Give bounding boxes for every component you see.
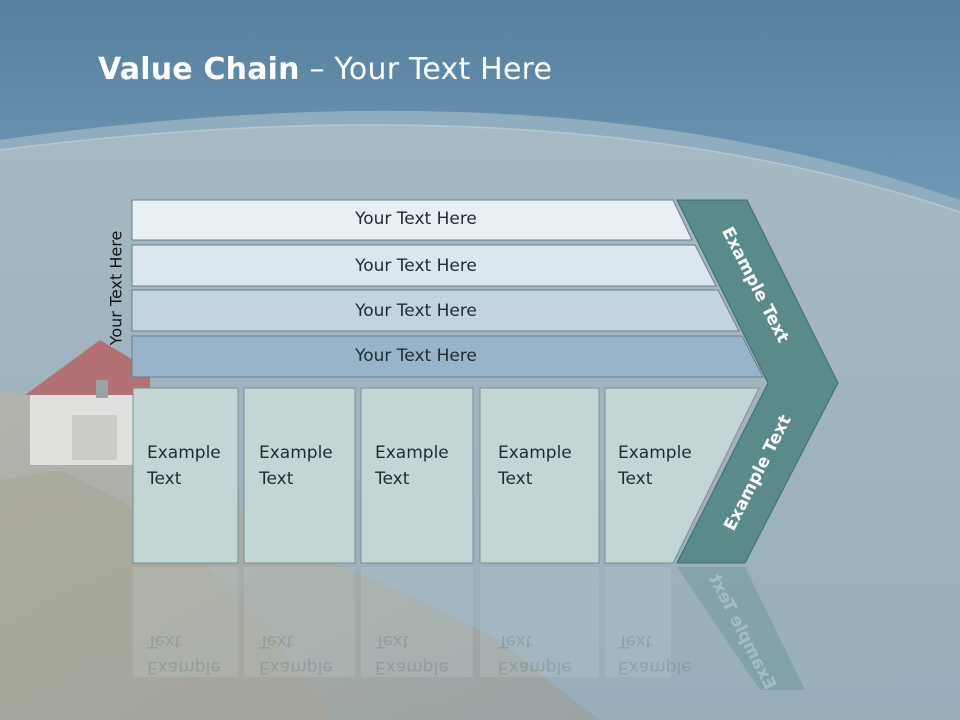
- support-row-3-shape[interactable]: [131, 289, 740, 332]
- primary-box-4-reflection-text: Example Text: [498, 631, 572, 677]
- margin-chevron-shape[interactable]: [676, 199, 839, 564]
- primary-box-3-text: Example Text: [375, 443, 449, 489]
- primary-box-5-shape[interactable]: [604, 387, 760, 564]
- support-row-2-label: Your Text Here: [355, 256, 477, 276]
- primary-box-1-text: Example Text: [147, 443, 221, 489]
- primary-box-1-shape[interactable]: [132, 387, 239, 564]
- support-row-2-shape[interactable]: [131, 244, 717, 287]
- slide-title: Value Chain – Your Text Here: [98, 52, 552, 87]
- primary-box-5-reflection-text: Example Text: [618, 631, 692, 677]
- primary-box-4-text: Example Text: [498, 443, 572, 489]
- support-row-3-label: Your Text Here: [355, 301, 477, 321]
- sky-band: [0, 0, 960, 200]
- support-row-4-shape[interactable]: [131, 335, 764, 378]
- primary-box-1-reflection-text: Example Text: [147, 631, 221, 677]
- diagram-reflection: [133, 567, 671, 677]
- lighthouse-building: [25, 340, 150, 465]
- primary-box-5-text: Example Text: [618, 443, 692, 489]
- title-rest: – Your Text Here: [299, 52, 553, 87]
- side-label: Your Text Here: [106, 230, 126, 346]
- support-row-1-label: Your Text Here: [355, 209, 477, 229]
- support-row-1-shape[interactable]: [131, 199, 693, 241]
- title-bold: Value Chain: [98, 52, 300, 87]
- chevron-reflection: [677, 567, 805, 690]
- primary-box-2-text: Example Text: [259, 443, 333, 489]
- primary-box-2-reflection-text: Example Text: [259, 631, 333, 677]
- primary-box-2-shape[interactable]: [243, 387, 356, 564]
- primary-box-4-shape[interactable]: [479, 387, 600, 564]
- primary-box-3-shape[interactable]: [360, 387, 474, 564]
- support-row-4-label: Your Text Here: [355, 346, 477, 366]
- primary-box-3-reflection-text: Example Text: [375, 631, 449, 677]
